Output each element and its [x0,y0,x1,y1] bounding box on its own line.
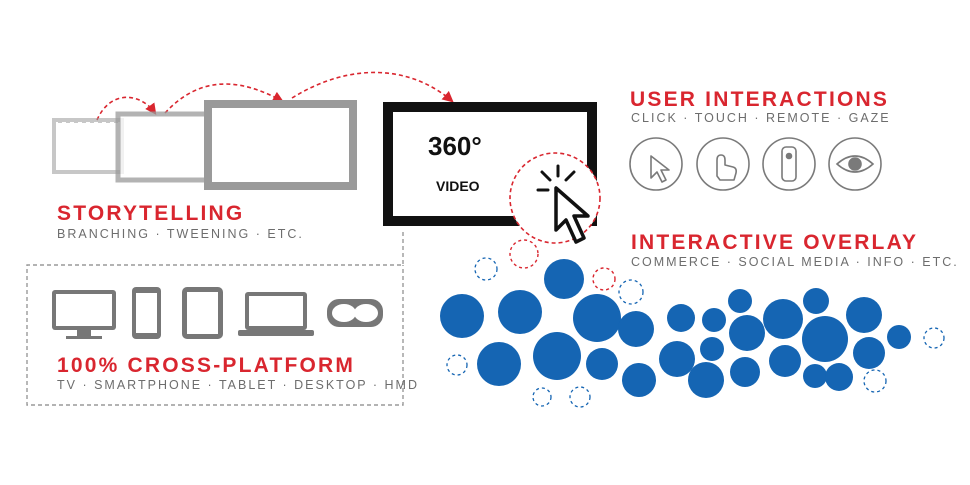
cross-platform-title: 100% CROSS-PLATFORM [57,354,356,377]
interactive-overlay-subtitle: COMMERCE · SOCIAL MEDIA · INFO · ETC. [631,255,959,269]
connector-circle-1 [509,239,539,269]
device-screens [56,292,378,334]
storytelling-title: STORYTELLING [57,202,245,225]
user-interactions-subtitle: CLICK · TOUCH · REMOTE · GAZE [631,111,891,125]
pointer-cursor-icon [536,164,590,244]
film-strip-small [52,118,124,174]
film-strip-medium [115,111,213,183]
film-strip-large [204,100,357,190]
interaction-icons [629,137,882,191]
storytelling-arrow-1 [96,96,157,121]
interactive-overlay-title: INTERACTIVE OVERLAY [631,231,919,254]
user-interactions-title: USER INTERACTIONS [630,88,890,111]
overlay-dashed-circles [446,257,945,408]
overlay-icons [440,259,911,398]
cross-platform-subtitle: TV · SMARTPHONE · TABLET · DESKTOP · HMD [57,378,419,392]
main-video-badge: 360° [428,131,482,161]
cross-platform-box [26,232,404,406]
storytelling-arrow-3 [291,71,454,103]
main-video-label: VIDEO [436,178,480,194]
connector-circle-2 [592,267,616,291]
storytelling-arrow-2 [164,83,284,114]
storytelling-subtitle: BRANCHING · TWEENING · ETC. [57,227,304,241]
